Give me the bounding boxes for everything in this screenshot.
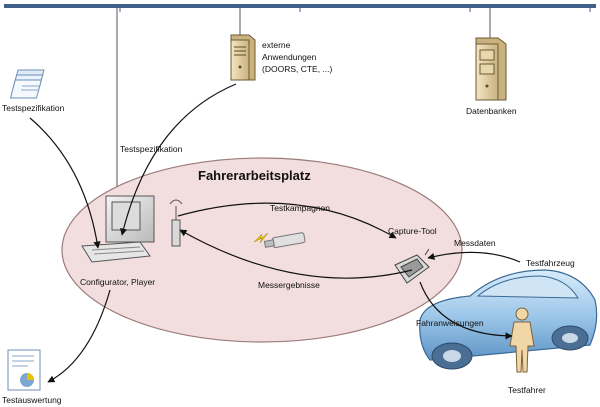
edge-label-messdaten: Messdaten [454, 238, 496, 248]
testspezifikation-doc-label: Testspezifikation [2, 103, 65, 113]
testfahrzeug-label: Testfahrzeug [526, 258, 575, 268]
document-stack-icon [9, 69, 45, 99]
configurator-player-label: Configurator, Player [80, 277, 155, 287]
arrow-fahranweisungen [419, 281, 513, 340]
arrow-messergebnisse [179, 229, 413, 279]
arrow-testspezifikation-to-configurator [29, 117, 101, 249]
car-icon [419, 269, 598, 370]
area-title: Fahrerarbeitsplatz [198, 168, 311, 183]
server-icon [230, 34, 256, 81]
testauswertung-label: Testauswertung [2, 395, 62, 405]
testfahrer-label: Testfahrer [508, 385, 546, 395]
report-document-icon [7, 349, 41, 391]
edge-label-fahranweisungen: Fahranweisungen [416, 318, 484, 328]
arrow-messdaten [427, 251, 521, 263]
edge-label-testkampagnen: Testkampagnen [270, 203, 330, 213]
arrow-configurator-to-testauswertung [47, 289, 111, 383]
capture-tool-label: Capture-Tool [388, 226, 437, 236]
arrow-testkampagnen [177, 202, 397, 239]
lightning-icon [253, 232, 269, 244]
fahrerarbeitsplatz-area [61, 157, 463, 343]
driver-figure-icon [509, 307, 535, 373]
externe-anwendungen-label: externe Anwendungen (DOORS, CTE, ...) [262, 40, 333, 74]
network-bus [4, 4, 596, 12]
server-icon [475, 37, 507, 101]
usb-stick-icon [263, 232, 306, 249]
capture-device-icon [394, 248, 430, 284]
arrow-externe-to-configurator [120, 83, 237, 236]
datenbanken-label: Datenbanken [466, 106, 517, 116]
edge-label-testspezifikation: Testspezifikation [120, 144, 183, 154]
edge-label-messergebnisse: Messergebnisse [258, 280, 320, 290]
